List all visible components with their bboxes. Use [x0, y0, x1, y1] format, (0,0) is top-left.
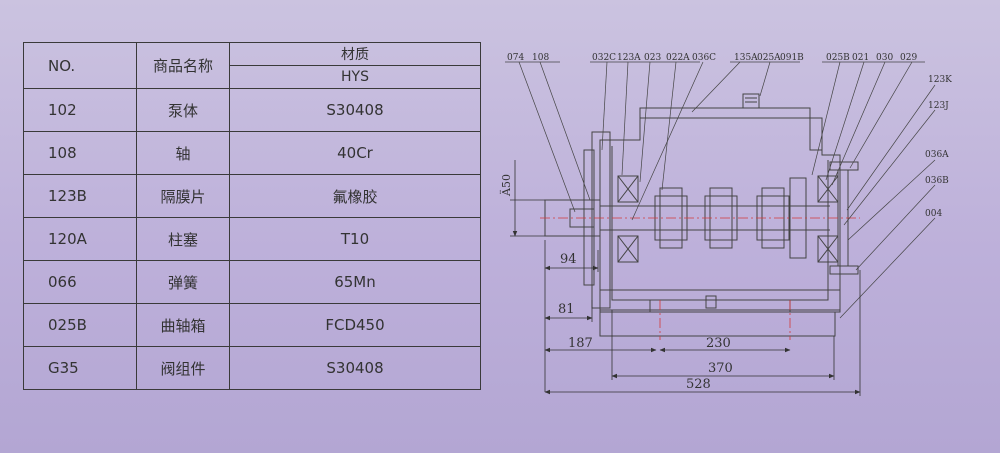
row-material: 65Mn	[229, 260, 481, 304]
label-036c: 036C	[692, 53, 716, 63]
dim-187: 187	[568, 336, 593, 351]
row-no: 123B	[23, 174, 137, 218]
row-material: T10	[229, 217, 481, 261]
row-no: 025B	[23, 303, 137, 347]
label-135a: 135A	[734, 53, 758, 63]
label-022a: 022A	[666, 53, 690, 63]
row-name: 柱塞	[136, 217, 230, 261]
dim-diameter: Ä50	[499, 174, 513, 197]
label-123j: 123J	[928, 101, 949, 111]
label-108: 108	[532, 53, 549, 63]
dim-370: 370	[708, 361, 733, 376]
table-row: G35 阀组件 S30408	[23, 346, 481, 390]
label-004: 004	[925, 209, 942, 219]
header-name: 商品名称	[136, 42, 230, 89]
dim-81: 81	[558, 302, 575, 317]
label-091b: 091B	[780, 53, 804, 63]
table-row: 120A 柱塞 T10	[23, 217, 481, 261]
row-material: FCD450	[229, 303, 481, 347]
label-032c: 032C	[592, 53, 616, 63]
label-025a: 025A	[757, 53, 781, 63]
row-no: 102	[23, 88, 137, 132]
table-row: 066 弹簧 65Mn	[23, 260, 481, 304]
label-030: 030	[876, 53, 893, 63]
label-029: 029	[900, 53, 917, 63]
table-row: 025B 曲轴箱 FCD450	[23, 303, 481, 347]
row-no: 120A	[23, 217, 137, 261]
label-025b: 025B	[826, 53, 850, 63]
shaft	[544, 199, 601, 237]
label-023: 023	[644, 53, 661, 63]
header-material-sub: HYS	[229, 65, 481, 89]
label-021: 021	[852, 53, 869, 63]
label-036b: 036B	[925, 176, 949, 186]
table-row: 102 泵体 S30408	[23, 88, 481, 132]
row-name: 弹簧	[136, 260, 230, 304]
dim-94: 94	[560, 252, 577, 267]
pump-section-drawing: 074 108 032C 123A 023 022A 036C 135A 025…	[499, 53, 952, 396]
row-name: 隔膜片	[136, 174, 230, 218]
row-material: 氟橡胶	[229, 174, 481, 218]
breather-plug	[742, 93, 760, 109]
bearing-left-top	[617, 175, 639, 203]
row-no: 066	[23, 260, 137, 304]
row-name: 泵体	[136, 88, 230, 132]
dim-528: 528	[686, 377, 711, 392]
row-name: 曲轴箱	[136, 303, 230, 347]
header-material: 材质	[229, 42, 481, 66]
label-074: 074	[507, 53, 524, 63]
table-row: 123B 隔膜片 氟橡胶	[23, 174, 481, 218]
bearing-left-bottom	[617, 235, 639, 263]
header-no: NO.	[23, 42, 137, 89]
housing-outline	[599, 117, 841, 311]
row-material: 40Cr	[229, 131, 481, 175]
row-name: 阀组件	[136, 346, 230, 390]
dim-230: 230	[706, 336, 731, 351]
row-name: 轴	[136, 131, 230, 175]
label-123k: 123K	[928, 75, 952, 85]
row-no: G35	[23, 346, 137, 390]
materials-table: NO. 商品名称 材质 HYS 102 泵体 S30408 108 轴 40Cr…	[23, 42, 481, 390]
label-036a: 036A	[925, 150, 949, 160]
crank-cam-1	[659, 187, 683, 249]
row-material: S30408	[229, 346, 481, 390]
row-material: S30408	[229, 88, 481, 132]
table-row: 108 轴 40Cr	[23, 131, 481, 175]
label-123a: 123A	[617, 53, 641, 63]
base-plate	[599, 311, 836, 337]
row-no: 108	[23, 131, 137, 175]
